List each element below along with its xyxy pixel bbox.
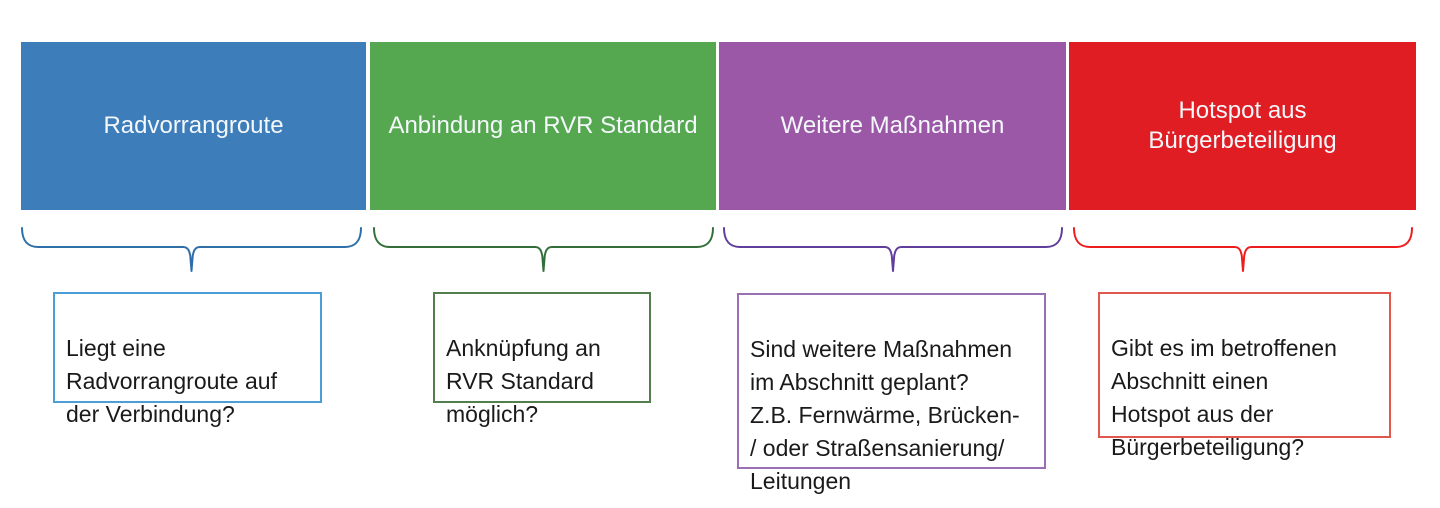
- detail-text: Liegt eine Radvorrangroute auf der Verbi…: [66, 335, 277, 427]
- header-label: Hotspot aus Bürgerbeteiligung: [1148, 97, 1337, 154]
- detail-text: Gibt es im betroffenen Abschnitt einen H…: [1111, 335, 1337, 460]
- header-box-radvorrangroute: Radvorrangroute: [21, 42, 366, 210]
- header-box-hotspot-buergerbeteiligung: Hotspot aus Bürgerbeteiligung: [1069, 42, 1416, 210]
- underbrace-hotspot-buergerbeteiligung: [1071, 226, 1415, 272]
- detail-box-anbindung-rvr-standard: Anknüpfung an RVR Standard möglich?: [433, 292, 651, 427]
- detail-box-radvorrangroute: Liegt eine Radvorrangroute auf der Verbi…: [53, 292, 322, 427]
- header-label: Anbindung an RVR Standard: [388, 112, 698, 139]
- header-label: Weitere Maßnahmen: [780, 112, 1005, 139]
- detail-box-weitere-massnahmen: Sind weitere Maßnahmen im Abschnitt gepl…: [737, 293, 1046, 494]
- detail-text: Sind weitere Maßnahmen im Abschnitt gepl…: [750, 336, 1020, 494]
- underbrace-radvorrangroute: [19, 226, 364, 272]
- header-label: Radvorrangroute: [103, 112, 284, 139]
- detail-box-hotspot-buergerbeteiligung: Gibt es im betroffenen Abschnitt einen H…: [1098, 292, 1391, 460]
- underbrace-weitere-massnahmen: [721, 226, 1065, 272]
- detail-text: Anknüpfung an RVR Standard möglich?: [446, 335, 601, 427]
- header-box-anbindung-rvr-standard: Anbindung an RVR Standard: [370, 42, 716, 210]
- header-box-weitere-massnahmen: Weitere Maßnahmen: [719, 42, 1066, 210]
- underbrace-anbindung-rvr-standard: [371, 226, 716, 272]
